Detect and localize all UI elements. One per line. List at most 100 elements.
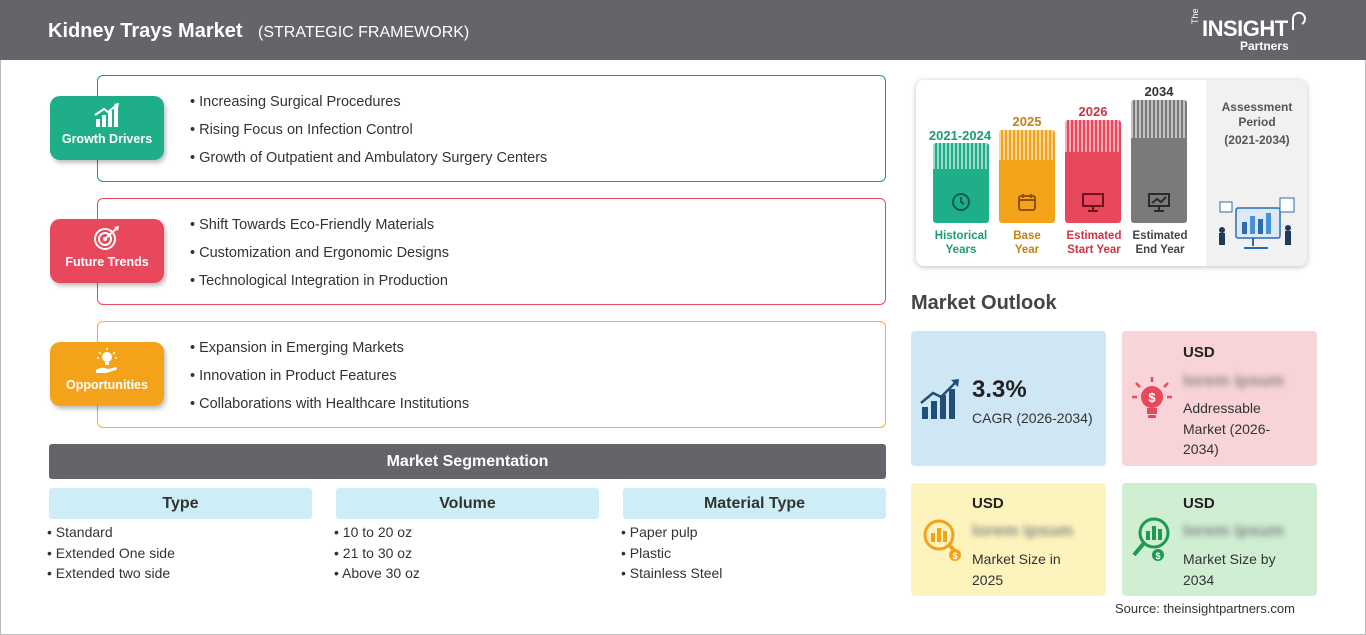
list-item: Collaborations with Healthcare Instituti… (190, 396, 469, 424)
size-2034-value: lorem ipsum (1183, 521, 1285, 540)
cagr-value: 3.3% (972, 376, 1027, 403)
timeline-year: 2034 (1144, 84, 1174, 99)
segment-header-volume: Volume (336, 488, 599, 519)
logo-insight: INSIGHT (1202, 16, 1288, 41)
timeline-col-base: 2025 (999, 114, 1055, 129)
list-item: Growth of Outpatient and Ambulatory Surg… (190, 150, 547, 178)
timeline-bar-end (1131, 100, 1187, 223)
timeline-label-line2: Years (945, 244, 977, 256)
size-2034-currency: USD (1183, 495, 1215, 512)
market-size-2025-card: $ USD lorem ipsum Market Size in 2025 (911, 483, 1106, 596)
magnifier-chart-icon: $ (1132, 517, 1170, 561)
presentation-icon (1082, 193, 1104, 212)
timeline-panel: 2021-2024 Historical Years 2025 Base Yea… (916, 80, 1307, 266)
lightbulb-hand-icon (96, 348, 117, 373)
addressable-market-card: $ USD lorem ipsum Addressable Market (20… (1122, 331, 1317, 466)
desc-line1: Addressable (1183, 400, 1261, 416)
future-trends-label: Future Trends (65, 255, 149, 269)
opportunities-list: Expansion in Emerging Markets Innovation… (190, 340, 469, 424)
future-trends-list: Shift Towards Eco-Friendly Materials Cus… (190, 217, 449, 301)
segment-header-type: Type (49, 488, 312, 519)
size-2025-value: lorem ipsum (972, 521, 1074, 540)
timeline-label-historical: Historical Years (926, 229, 996, 257)
timeline-col-historical: 2021-2024 (924, 128, 996, 143)
addressable-desc: Addressable Market (2026- 2034) (1183, 398, 1270, 460)
desc-line1: Market Size by (1183, 551, 1276, 567)
timeline-label-base: Base Year (996, 229, 1058, 257)
list-item: Technological Integration in Production (190, 273, 449, 301)
svg-text:$: $ (1155, 551, 1160, 561)
timeline-label-line1: Base (1013, 230, 1041, 242)
list-item: Standard (47, 524, 175, 545)
history-icon (952, 193, 970, 211)
segment-header-material: Material Type (623, 488, 886, 519)
target-icon (94, 226, 119, 250)
list-item: 10 to 20 oz (334, 524, 420, 545)
timeline-label-line2: End Year (1135, 244, 1185, 256)
growth-drivers-label: Growth Drivers (61, 132, 153, 146)
market-size-2034-card: $ USD lorem ipsum Market Size by 2034 (1122, 483, 1317, 596)
source-link[interactable]: Source: theinsightpartners.com (1115, 601, 1295, 616)
timeline-label-start: Estimated Start Year (1060, 229, 1128, 257)
size-2025-currency: USD (972, 495, 1004, 512)
growth-drivers-box: Increasing Surgical Procedures Rising Fo… (97, 75, 886, 182)
desc-line1: Market Size in (972, 551, 1061, 567)
calendar-icon (1018, 194, 1036, 211)
market-outlook-title: Market Outlook (911, 292, 1057, 314)
list-item: Above 30 oz (334, 565, 420, 586)
segment-list-type: Standard Extended One side Extended two … (47, 524, 175, 586)
segment-list-material: Paper pulp Plastic Stainless Steel (621, 524, 723, 586)
bar-growth-icon (94, 103, 119, 127)
list-item: 21 to 30 oz (334, 545, 420, 566)
logo-arc-icon (1292, 11, 1306, 30)
timeline-col-end: 2034 (1131, 84, 1187, 99)
size-2025-desc: Market Size in 2025 (972, 549, 1061, 590)
timeline-col-start: 2026 (1065, 104, 1121, 119)
timeline-bar-historical (933, 143, 989, 223)
growth-drivers-list: Increasing Surgical Procedures Rising Fo… (190, 94, 547, 178)
svg-text:$: $ (1148, 390, 1156, 405)
page-subtitle: (STRATEGIC FRAMEWORK) (258, 24, 470, 41)
timeline-year: 2021-2024 (928, 128, 992, 143)
timeline-label-line1: Estimated (1066, 230, 1122, 242)
list-item: Rising Focus on Infection Control (190, 122, 547, 150)
magnifier-chart-icon: $ (923, 519, 961, 561)
monitor-chart-icon (1148, 193, 1170, 212)
size-2034-desc: Market Size by 2034 (1183, 549, 1276, 590)
list-item: Extended two side (47, 565, 175, 586)
list-item: Shift Towards Eco-Friendly Materials (190, 217, 449, 245)
timeline-year: 2025 (1012, 114, 1042, 129)
logo-partners: Partners (1240, 39, 1289, 53)
list-item: Increasing Surgical Procedures (190, 94, 547, 122)
assessment-line2: Period (1238, 115, 1276, 129)
addressable-value: lorem ipsum (1183, 371, 1285, 390)
assessment-label: Assessment Period (1212, 100, 1302, 130)
cagr-card: 3.3% CAGR (2026-2034) (911, 331, 1106, 466)
page-title: Kidney Trays Market (48, 20, 243, 42)
future-trends-box: Shift Towards Eco-Friendly Materials Cus… (97, 198, 886, 305)
page-header: Kidney Trays Market (STRATEGIC FRAMEWORK… (0, 0, 1366, 60)
timeline-bar-start (1065, 120, 1121, 223)
list-item: Extended One side (47, 545, 175, 566)
segment-list-volume: 10 to 20 oz 21 to 30 oz Above 30 oz (334, 524, 420, 586)
growth-chart-icon (920, 379, 959, 419)
list-item: Expansion in Emerging Markets (190, 340, 469, 368)
timeline-label-end: Estimated End Year (1126, 229, 1194, 257)
list-item: Innovation in Product Features (190, 368, 469, 396)
list-item: Stainless Steel (621, 565, 723, 586)
idea-dollar-icon: $ (1132, 377, 1172, 418)
timeline-label-line2: Start Year (1067, 244, 1121, 256)
desc-line2: 2034 (1183, 571, 1215, 588)
desc-line2: 2025 (972, 571, 1004, 588)
logo-the: The (1190, 8, 1200, 24)
opportunities-box: Expansion in Emerging Markets Innovation… (97, 321, 886, 428)
timeline-label-line1: Historical (934, 230, 988, 242)
addressable-currency: USD (1183, 344, 1215, 361)
timeline-label-line2: Year (1014, 244, 1040, 256)
timeline-label-line1: Estimated (1132, 230, 1188, 242)
segmentation-title: Market Segmentation (49, 444, 886, 479)
future-trends-badge: Future Trends (50, 219, 164, 283)
assessment-range: (2021-2034) (1224, 133, 1290, 147)
growth-drivers-badge: Growth Drivers (50, 96, 164, 160)
company-logo[interactable]: The INSIGHT Partners (1190, 8, 1320, 54)
